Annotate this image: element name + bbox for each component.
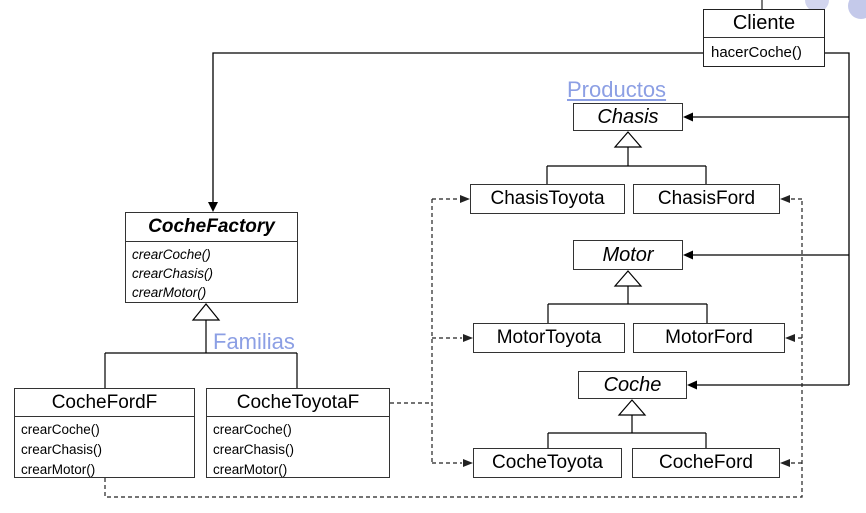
class-name: ChasisToyota (490, 188, 605, 209)
dependency-cochetoyotaf-products (390, 195, 473, 467)
class-box-cochefordf: CocheFordF crearCoche() crearChasis() cr… (14, 388, 195, 478)
method-label: crearChasis() (21, 442, 103, 457)
method-compartment: crearCoche() crearChasis() crearMotor() (15, 417, 194, 480)
watermark-circles (805, 0, 866, 19)
inheritance-motor (547, 270, 708, 323)
class-name: Chasis (597, 105, 659, 128)
inheritance-cochefactory (104, 303, 298, 388)
method-label: crearCoche() (213, 422, 292, 437)
class-box-chasisford: ChasisFord (633, 184, 780, 214)
class-name: CocheToyotaF (207, 389, 389, 417)
method-label: crearMotor() (21, 462, 96, 477)
class-name: CocheToyota (492, 452, 603, 473)
method-label: crearCoche() (21, 422, 100, 437)
class-name: ChasisFord (657, 188, 756, 209)
inheritance-coche (547, 399, 707, 448)
method-label: crearCoche() (132, 247, 211, 262)
class-name: CocheFord (659, 452, 753, 473)
association-cliente-cochefactory (208, 52, 703, 212)
class-box-cocheford: CocheFord (632, 448, 780, 478)
class-box-chasis: Chasis (573, 103, 683, 131)
method-label: crearChasis() (213, 442, 295, 457)
method-label: hacerCoche() (711, 44, 802, 61)
label-familias: Familias (213, 329, 295, 354)
method-compartment: crearCoche() crearChasis() crearMotor() (207, 417, 389, 480)
class-name: CocheFactory (126, 213, 297, 242)
method-compartment: hacerCoche() (704, 38, 824, 65)
class-box-motortoyota: MotorToyota (473, 323, 625, 353)
method-compartment: crearCoche() crearChasis() crearMotor() (126, 242, 297, 302)
class-name: MotorToyota (496, 327, 602, 348)
method-label: crearMotor() (213, 462, 288, 477)
class-box-motorford: MotorFord (633, 323, 785, 353)
association-cliente-products (683, 52, 850, 390)
class-name: Motor (602, 243, 654, 266)
class-name: Coche (603, 373, 662, 396)
class-box-coche: Coche (578, 371, 687, 399)
class-box-cochetoyota: CocheToyota (473, 448, 622, 478)
class-name: Cliente (704, 10, 824, 38)
method-label: crearChasis() (132, 266, 214, 281)
inheritance-chasis (546, 131, 707, 184)
method-label: crearMotor() (132, 285, 207, 300)
class-name: CocheFordF (15, 389, 194, 417)
dependency-cochefordf-products (104, 195, 803, 498)
class-box-cliente: Cliente hacerCoche() (703, 9, 825, 67)
class-box-cochefactory: CocheFactory crearCoche() crearChasis() … (125, 212, 298, 303)
label-productos: Productos (567, 77, 667, 102)
class-name: MotorFord (665, 327, 753, 348)
class-box-cochetoyotaf: CocheToyotaF crearCoche() crearChasis() … (206, 388, 390, 478)
class-box-chasistoyota: ChasisToyota (470, 184, 625, 214)
class-box-motor: Motor (573, 240, 683, 270)
